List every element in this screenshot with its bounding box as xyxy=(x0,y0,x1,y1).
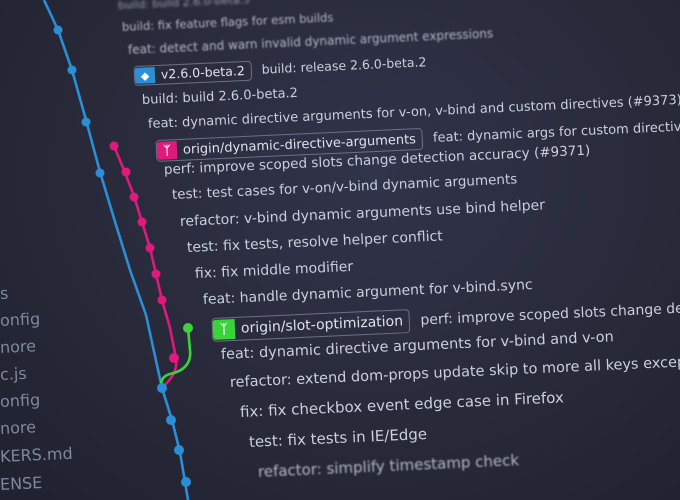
commit-node[interactable] xyxy=(95,168,105,178)
commit-node[interactable] xyxy=(137,217,147,227)
commit-node[interactable] xyxy=(169,353,179,363)
commit-node[interactable] xyxy=(166,415,176,425)
branch-label: origin/slot-optimization xyxy=(240,313,404,337)
commit-node[interactable] xyxy=(67,65,77,75)
sidebar-file-item[interactable]: onfig xyxy=(0,390,41,411)
git-branch-icon: ᛉ xyxy=(156,141,178,160)
sidebar-file-item[interactable]: onfig xyxy=(0,309,41,330)
main-branch-line xyxy=(42,0,190,500)
git-branch-icon: ᛉ xyxy=(212,318,236,340)
sidebar-file-item[interactable]: s xyxy=(0,283,9,303)
commit-node[interactable] xyxy=(157,295,167,305)
sidebar-file-item[interactable]: nore xyxy=(0,336,37,357)
commit-node[interactable] xyxy=(81,117,91,127)
commit-node[interactable] xyxy=(53,25,63,35)
tag-icon: ◆ xyxy=(134,67,156,84)
sidebar-file-item[interactable]: ENSE xyxy=(0,473,43,494)
tag-label: v2.6.0-beta.2 xyxy=(160,62,246,82)
sidebar-file-item[interactable]: KERS.md xyxy=(0,443,74,466)
commit-node[interactable] xyxy=(109,141,119,151)
commit-node[interactable] xyxy=(129,192,139,202)
commit-node[interactable] xyxy=(121,167,131,177)
feature-branch-line xyxy=(112,145,178,389)
sidebar-file-item[interactable]: c.js xyxy=(0,363,28,384)
commit-node[interactable] xyxy=(151,269,161,279)
commit-node[interactable] xyxy=(145,243,155,253)
slot-branch-line xyxy=(159,327,192,389)
commit-node[interactable] xyxy=(183,323,193,333)
commit-node[interactable] xyxy=(181,477,191,487)
sidebar-file-item[interactable]: nore xyxy=(0,417,37,438)
commit-node[interactable] xyxy=(157,383,167,393)
commit-node[interactable] xyxy=(174,445,184,455)
